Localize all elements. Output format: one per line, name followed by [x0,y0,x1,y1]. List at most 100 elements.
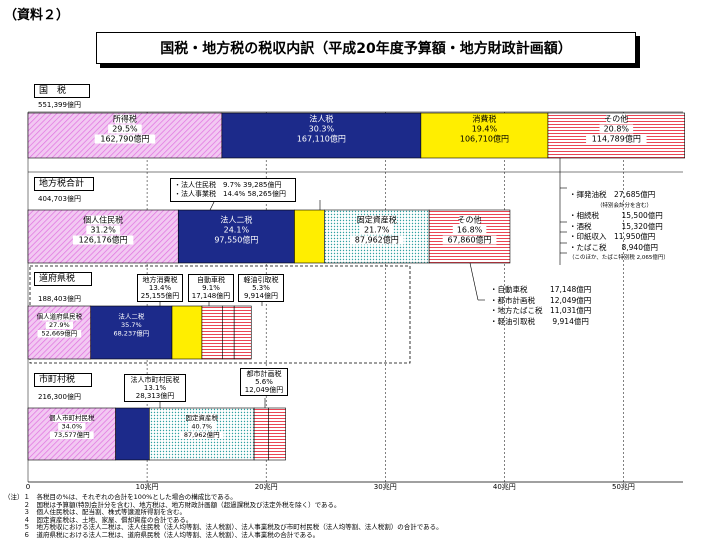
segment-percent-label: 31.2% [90,226,116,235]
segment-amount-label: 68,237億円 [113,329,149,338]
x-tick-label: 10兆円 [136,482,159,491]
muni-corp-callout: 法人市町村民税 13.1% 28,313億円 [124,374,186,402]
national-tax-total: 551,399億円 [38,101,81,109]
callout-line: 17,148億円 [191,292,231,300]
prefecture-tax-total: 188,403億円 [38,295,81,303]
data-label-bg [359,225,394,235]
data-label-bg [86,225,120,235]
bar-segment [171,305,203,360]
segment-percent-label: 27.9% [49,321,70,329]
segment-name-label: 個人道府県民税 [37,312,83,321]
segment-name-label: 法人二税 [118,312,145,321]
segment-percent-label: 29.5% [112,125,138,134]
pref-diesel-callout: 軽油引取税 5.3% 9,914億円 [238,274,284,302]
segment-amount-label: 97,550億円 [214,235,258,245]
note-line: ６ 道府県税における法人二税は、道府県民税（法人均等割、法人税割）、法人事業税の… [4,530,320,539]
note-line: ２ 国税は予算額(特別会計分を含む)、地方税は、地方財政計画額（超過課税及び法定… [4,500,341,509]
municipal-tax-total: 216,300億円 [38,393,81,401]
muni-city-callout: 都市計画税 5.6% 12,049億円 [240,368,288,396]
callout-line: ・たばこ税 8,940億円 [569,242,658,252]
data-label-bg [72,235,134,245]
segment-amount-label: 106,710億円 [460,134,509,144]
callout-line: ・酒税 15,320億円 [569,221,663,231]
callout-line: 5.3% [252,284,270,292]
pref-auto-callout: 自動車税 9.1% 17,148億円 [188,274,234,302]
bar-segment [268,407,286,461]
callout-line: （特別会計分を含む） [597,202,653,209]
segment-amount-label: 167,110億円 [297,134,346,144]
callout-line: ・法人住民税 9.7% 39,285億円 [174,181,282,189]
segment-name-label: その他 [604,114,628,124]
data-label-bg [58,423,86,431]
segment-name-label: 個人市町村民税 [49,413,95,422]
segment-amount-label: 87,962億円 [184,430,220,439]
segment-percent-label: 21.7% [364,226,390,235]
data-label-bg [606,114,627,124]
municipal-tax-header: 市町村税 [34,373,92,387]
segment-percent-label: 30.3% [309,125,335,134]
chart-title: 国税・地方税の税収内訳（平成20年度予算額・地方財政計画額） [96,32,636,64]
segment-name-label: 所得税 [113,114,137,124]
data-label-bg [108,124,142,134]
bar-segment [420,112,549,159]
data-label-bg [94,134,156,144]
segment-percent-label: 20.8% [604,125,630,134]
x-tick-label: 50兆円 [612,482,635,491]
data-label-bg [452,225,487,235]
data-label-bg [188,423,216,431]
segment-amount-label: 67,860億円 [448,235,492,245]
segment-amount-label: 87,962億円 [355,235,399,245]
segment-amount-label: 73,577億円 [54,430,90,439]
data-label-bg [359,215,394,225]
national-tax-header: 国 税 [34,84,90,98]
local-tax-label: 地方税合計 [39,179,85,189]
data-label-bg [599,124,634,134]
x-tick-label: 20兆円 [255,482,278,491]
callout-connector [469,262,479,301]
data-label-bg [37,330,82,338]
local-tax-total: 404,703億円 [38,195,81,203]
segment-percent-label: 34.0% [61,423,82,431]
callout-line: 法人市町村民税 [130,376,180,384]
callout-line: ・地方たばこ税 11,031億円 [490,306,592,315]
callout-line: 5.6% [255,378,273,386]
data-label-bg [442,235,497,245]
data-label-bg [114,114,136,124]
data-label-bg [349,235,404,245]
segment-name-label: その他 [458,215,482,225]
notes: （注）１ 各税目の%は、それぞれの合計を100%とした場合の構成比である。 ２ … [4,493,443,540]
national-tax-label: 国 税 [39,86,67,96]
callout-line: 12,049億円 [244,386,284,394]
segment-percent-label: 19.4% [472,125,498,134]
callout-line: 自動車税 [197,276,225,284]
callout-line: 13.1% [143,384,167,392]
callout-line: 9.1% [202,284,220,292]
national-other-callout: ・揮発油税 27,685億円 （特別会計分を含む） ・相続税 15,500億円 … [569,190,669,264]
bar-segment [177,209,295,264]
local-tax-header: 地方税合計 [34,177,94,191]
callout-line: 地方消費税 [142,276,178,284]
segment-percent-label: 35.7% [121,321,142,329]
callout-line: ・相続税 15,500億円 [569,211,663,220]
callout-line: ・自動車税 17,148億円 [490,285,592,294]
data-label-bg [459,215,480,225]
segment-name-label: 法人税 [309,114,333,124]
prefecture-tax-label: 道府県税 [39,274,76,284]
data-label-bg [188,414,216,422]
local-other-callout: ・自動車税 17,148億円 ・都市計画税 12,049億円 ・地方たばこ税 1… [490,285,591,327]
note-line: ５ 地方税収における法人二税は、法人住民税（法人均等割、法人税割）、法人事業税及… [4,523,443,532]
callout-line: ・都市計画税 12,049億円 [490,295,592,305]
callout-line: 9,914億円 [243,292,279,300]
prefecture-tax-header: 道府県税 [34,272,92,286]
callout-line: ・揮発油税 27,685億円 [569,190,656,199]
pref-consumption-callout: 地方消費税 13.4% 25,155億円 [137,274,183,302]
x-tick-label: 30兆円 [374,482,397,491]
callout-line: 25,155億円 [140,292,180,300]
bar-segment [222,305,235,360]
data-label-bg [52,414,91,422]
segment-percent-label: 40.7% [191,423,212,431]
document-label: （資料２） [4,8,70,23]
data-label-bg [49,431,94,439]
segment-name-label: 固定資産税 [357,215,397,225]
